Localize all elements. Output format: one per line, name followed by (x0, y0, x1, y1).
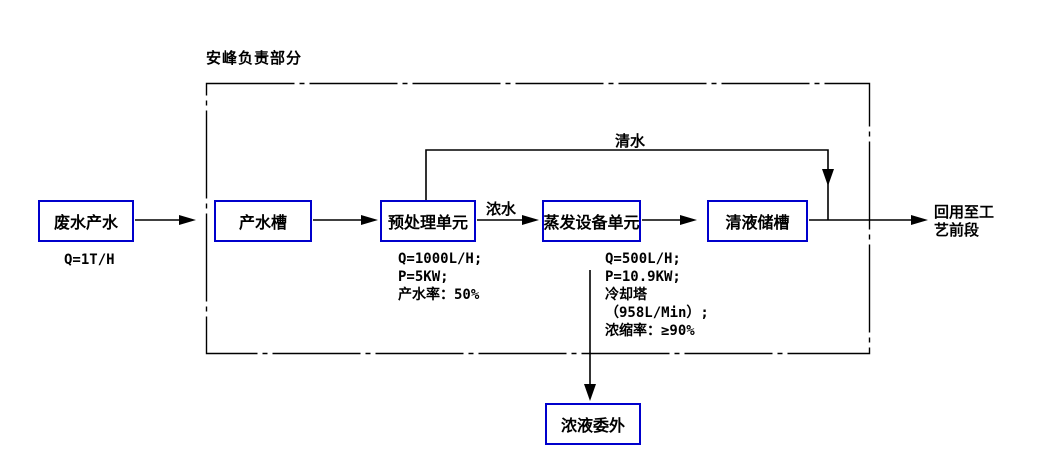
node-pretreatment: 预处理单元 (380, 200, 476, 242)
note-evaporation-specs: Q=500L/H; P=10.9KW; 冷却塔 （958L/Min）; 浓缩率：… (605, 250, 709, 340)
note-pretreatment-line-1: Q=1000L/H; (398, 251, 483, 267)
node-clear-tank-label: 清液储槽 (725, 213, 790, 232)
note-evaporation-line-2: P=10.9KW; (605, 269, 681, 285)
node-product-tank-label: 产水槽 (238, 213, 287, 232)
node-wastewater-label: 废水产水 (53, 213, 118, 232)
node-clear-tank: 清液储槽 (707, 200, 808, 242)
node-evaporation: 蒸发设备单元 (542, 200, 641, 242)
arrowhead-clean-water-down (822, 169, 834, 186)
output-label: 回用至工 艺前段 (934, 203, 994, 239)
note-wastewater-flow: Q=1T/H (64, 252, 115, 268)
note-pretreatment-line-3: 产水率：50% (398, 287, 480, 303)
note-evaporation-line-4: （958L/Min）; (605, 305, 709, 321)
arrowhead-wastewater-to-product-tank (179, 215, 196, 225)
output-label-line-1: 回用至工 (934, 203, 995, 221)
edge-label-concentrated-water: 浓水 (486, 200, 517, 218)
note-evaporation-line-1: Q=500L/H; (605, 251, 681, 267)
arrowhead-evaporation-to-clear-tank (680, 215, 697, 225)
node-pretreatment-label: 预处理单元 (387, 213, 468, 232)
note-evaporation-line-3: 冷却塔 (605, 287, 647, 303)
node-concentrate-label: 浓液委外 (560, 416, 625, 435)
node-product-tank: 产水槽 (214, 200, 312, 242)
node-evaporation-label: 蒸发设备单元 (543, 213, 640, 232)
node-concentrate-outsourcing: 浓液委外 (545, 403, 641, 445)
note-pretreatment-line-2: P=5KW; (398, 269, 449, 285)
arrowhead-evaporation-to-concentrate (584, 384, 596, 401)
node-wastewater: 废水产水 (38, 200, 134, 242)
region-label: 安峰负责部分 (206, 49, 303, 67)
arrowhead-pretreatment-to-evaporation (522, 215, 539, 225)
note-evaporation-line-5: 浓缩率：≥90% (605, 323, 695, 339)
arrowhead-output (911, 215, 928, 225)
edge-label-clean-water: 清水 (615, 132, 646, 150)
arrowhead-product-tank-to-pretreatment (361, 215, 378, 225)
note-pretreatment-specs: Q=1000L/H; P=5KW; 产水率：50% (398, 250, 482, 304)
responsibility-boundary (205, 82, 871, 355)
output-label-line-2: 艺前段 (934, 221, 980, 239)
